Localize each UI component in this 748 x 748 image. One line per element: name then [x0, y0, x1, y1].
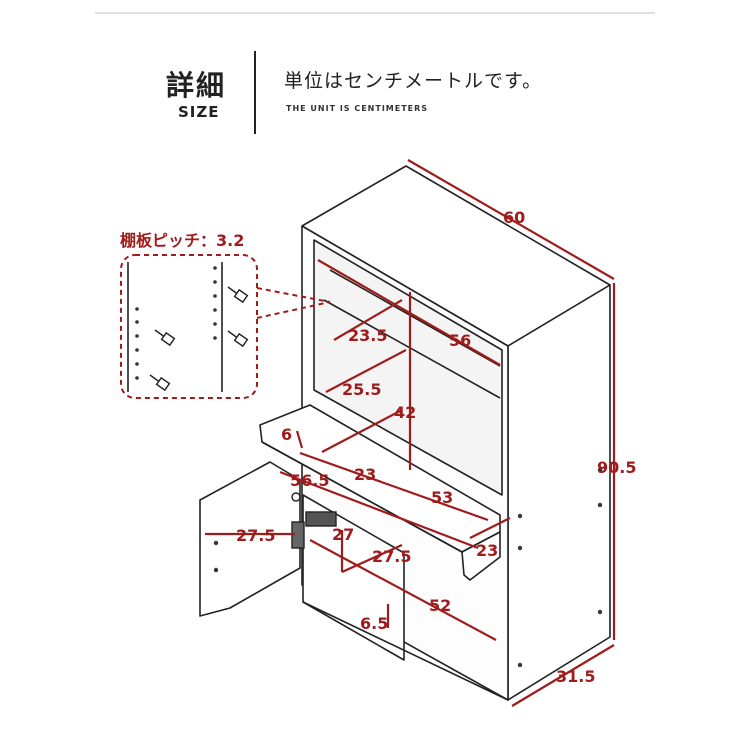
cabinet-right-side [507, 284, 611, 701]
dimension-lower-inner-width: 52 [429, 596, 451, 615]
dimension-drawer-height: 6 [281, 425, 292, 444]
dimension-height: 90.5 [597, 458, 636, 477]
section-title: 詳細 [166, 69, 227, 102]
unit-note-en: THE UNIT IS CENTIMETERS [286, 104, 429, 113]
dimension-line [295, 430, 304, 449]
dimension-drawer-depth: 23 [354, 465, 376, 484]
upper-opening [313, 239, 503, 496]
detail-frame [120, 254, 258, 399]
dimension-upper-shelf-depth: 23.5 [348, 326, 387, 345]
dimension-line [279, 470, 479, 550]
dimension-shelf-depth: 25.5 [342, 380, 381, 399]
dimension-width: 60 [503, 208, 525, 227]
dimension-lower-inner-height: 27.5 [372, 547, 411, 566]
dimension-plinth-height: 6.5 [360, 614, 388, 633]
dimension-lower-inner-depth: 27 [332, 525, 354, 544]
hole-dot [213, 567, 219, 573]
dimension-drawer-width-outer: 56.5 [290, 471, 329, 490]
dimension-upper-height: 42 [394, 403, 416, 422]
cabinet-body [199, 165, 611, 701]
dimension-depth: 31.5 [556, 667, 595, 686]
unit-note: 単位はセンチメートルです。 [284, 70, 543, 92]
dimension-drawer-side: 23 [476, 541, 498, 560]
section-subtitle: SIZE [178, 103, 220, 121]
dimension-line [325, 349, 407, 393]
hole-dot [517, 662, 523, 668]
hole-dots [213, 467, 603, 668]
dimension-drawer-inner-width: 53 [431, 488, 453, 507]
hole-dot [597, 467, 603, 473]
dimension-lines [205, 159, 616, 707]
hole-dot [597, 609, 603, 615]
top-rule [95, 12, 655, 14]
header-divider [254, 51, 256, 134]
dimension-line [333, 299, 403, 341]
dimension-line [469, 517, 511, 539]
hole-dot [517, 513, 523, 519]
drawer-front-panel [461, 531, 501, 581]
hardware [291, 492, 337, 549]
dimension-line [321, 409, 403, 453]
dimension-line [341, 543, 403, 574]
lower-opening [302, 494, 405, 661]
hole-dot [213, 540, 219, 546]
pitch-hole-dots [135, 266, 217, 380]
shelf-pitch-label: 棚板ピッチ：3.2 [120, 231, 244, 250]
drawer-front-edge [261, 441, 463, 553]
dimension-line [511, 644, 615, 707]
hole-dot [597, 502, 603, 508]
plinth-edge [302, 601, 509, 701]
dimension-door-height: 27.5 [236, 526, 275, 545]
dimension-line [299, 451, 489, 522]
hole-dot [517, 545, 523, 551]
dimension-upper-inner-width: 56 [449, 331, 471, 350]
dimension-line [309, 539, 497, 641]
shelf-pitch-detail [120, 254, 331, 399]
open-door [199, 461, 301, 617]
upper-shelf-line [323, 299, 501, 399]
dimension-line [407, 159, 615, 280]
upper-shelf-line-2 [329, 269, 501, 367]
